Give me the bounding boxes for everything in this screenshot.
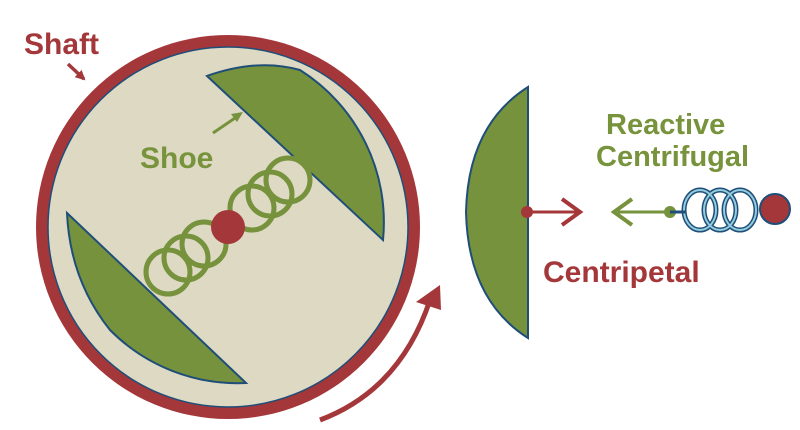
rotation-arrowhead xyxy=(416,285,441,310)
spring-anchor-ball xyxy=(759,193,791,225)
inner-spring xyxy=(143,155,313,297)
shoe-pointer-arrow xyxy=(212,114,239,135)
reactive-arrowhead xyxy=(610,197,634,227)
centripetal-arrowhead xyxy=(560,197,584,227)
centripetal-label: Centripetal xyxy=(543,256,700,289)
shaft-label: Shaft xyxy=(24,28,99,61)
hub-center xyxy=(211,210,245,244)
reactive-label-line2: Centrifugal xyxy=(596,141,749,173)
detail-shoe xyxy=(464,85,529,340)
shoe-pointer-arrowhead xyxy=(231,112,243,122)
shoe-label: Shoe xyxy=(140,142,213,175)
external-spring xyxy=(681,187,759,233)
reactive-label-line1: Reactive xyxy=(606,109,725,141)
upper-shoe xyxy=(205,64,385,243)
lower-shoe xyxy=(65,210,249,385)
shaft-pointer-arrow xyxy=(66,62,86,81)
rotation-arrow xyxy=(319,299,433,423)
